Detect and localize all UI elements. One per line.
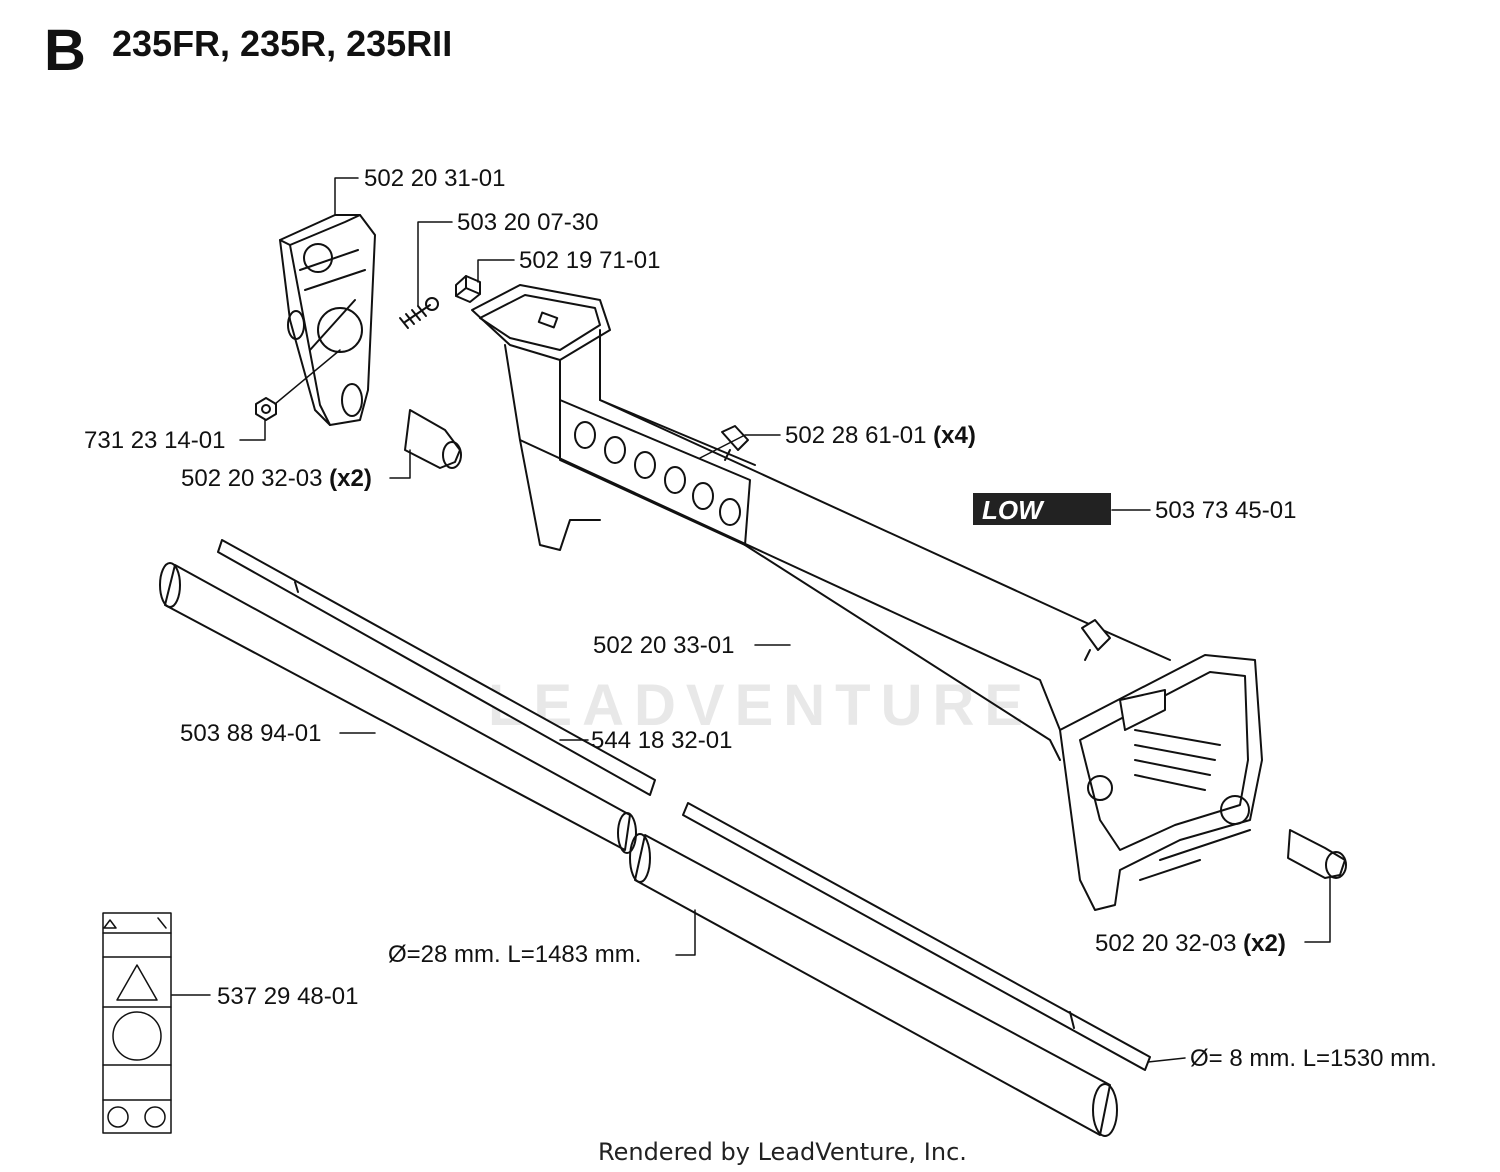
end-cap-top bbox=[404, 409, 462, 469]
part-label[interactable]: 502 20 31-01 bbox=[364, 167, 505, 191]
leader bbox=[274, 349, 341, 405]
watermark: LEADVENTURE bbox=[488, 673, 1034, 738]
part-number: 502 20 32-03 bbox=[181, 465, 323, 492]
warning-label bbox=[102, 912, 172, 1134]
part-label[interactable]: 537 29 48-01 bbox=[217, 985, 358, 1009]
part-label[interactable]: 731 23 14-01 bbox=[84, 429, 225, 453]
part-number: 502 28 61-01 bbox=[785, 422, 927, 449]
part-qty: (x2) bbox=[329, 465, 372, 492]
part-number: 503 88 94-01 bbox=[180, 720, 322, 747]
part-qty: (x2) bbox=[1243, 930, 1286, 957]
drive-shaft-lower bbox=[682, 802, 1151, 1071]
shaft-frame bbox=[471, 284, 1263, 911]
part-label[interactable]: 502 19 71-01 bbox=[519, 249, 660, 273]
footer-credit: Rendered by LeadVenture, Inc. bbox=[598, 1138, 967, 1166]
tube-lower bbox=[629, 833, 1118, 1137]
part-label[interactable]: 503 20 07-30 bbox=[457, 211, 598, 235]
part-label[interactable]: 544 18 32-01 bbox=[591, 729, 732, 753]
leader-lines bbox=[171, 177, 1331, 1063]
part-label[interactable]: 502 28 61-01 (x4) bbox=[785, 424, 976, 448]
part-number: 731 23 14-01 bbox=[84, 427, 226, 454]
cable-clip bbox=[1081, 619, 1111, 661]
tube-upper bbox=[159, 562, 637, 854]
dimension-note: Ø= 8 mm. L=1530 mm. bbox=[1190, 1045, 1437, 1072]
handle-bracket bbox=[279, 214, 376, 426]
decal-text: LOW bbox=[982, 495, 1045, 525]
part-number: 502 20 32-03 bbox=[1095, 930, 1237, 957]
part-qty: (x4) bbox=[933, 422, 976, 449]
cable-clip bbox=[721, 425, 749, 461]
part-number: 537 29 48-01 bbox=[217, 983, 359, 1010]
dimension-note: Ø=28 mm. L=1483 mm. bbox=[388, 941, 642, 968]
low-decal: LOW bbox=[973, 493, 1111, 525]
section-letter: B bbox=[44, 18, 86, 83]
drive-shaft-upper bbox=[217, 539, 656, 796]
part-number: 502 20 31-01 bbox=[364, 165, 506, 192]
part-label[interactable]: 503 88 94-01 bbox=[180, 722, 321, 746]
part-number: 502 19 71-01 bbox=[519, 247, 661, 274]
end-cap-bottom bbox=[1287, 829, 1347, 879]
hex-nut bbox=[255, 397, 277, 421]
part-number: 503 73 45-01 bbox=[1155, 497, 1297, 524]
square-nut bbox=[455, 275, 481, 303]
part-label[interactable]: 502 20 33-01 bbox=[593, 634, 734, 658]
page-title: 235FR, 235R, 235RII bbox=[112, 23, 453, 64]
part-label[interactable]: 502 20 32-03 (x2) bbox=[1095, 932, 1286, 956]
screw bbox=[399, 297, 439, 329]
part-number: 544 18 32-01 bbox=[591, 727, 733, 754]
part-number: 503 20 07-30 bbox=[457, 209, 599, 236]
part-label[interactable]: 503 73 45-01 bbox=[1155, 499, 1296, 523]
part-label[interactable]: 502 20 32-03 (x2) bbox=[181, 467, 372, 491]
part-number: 502 20 33-01 bbox=[593, 632, 735, 659]
